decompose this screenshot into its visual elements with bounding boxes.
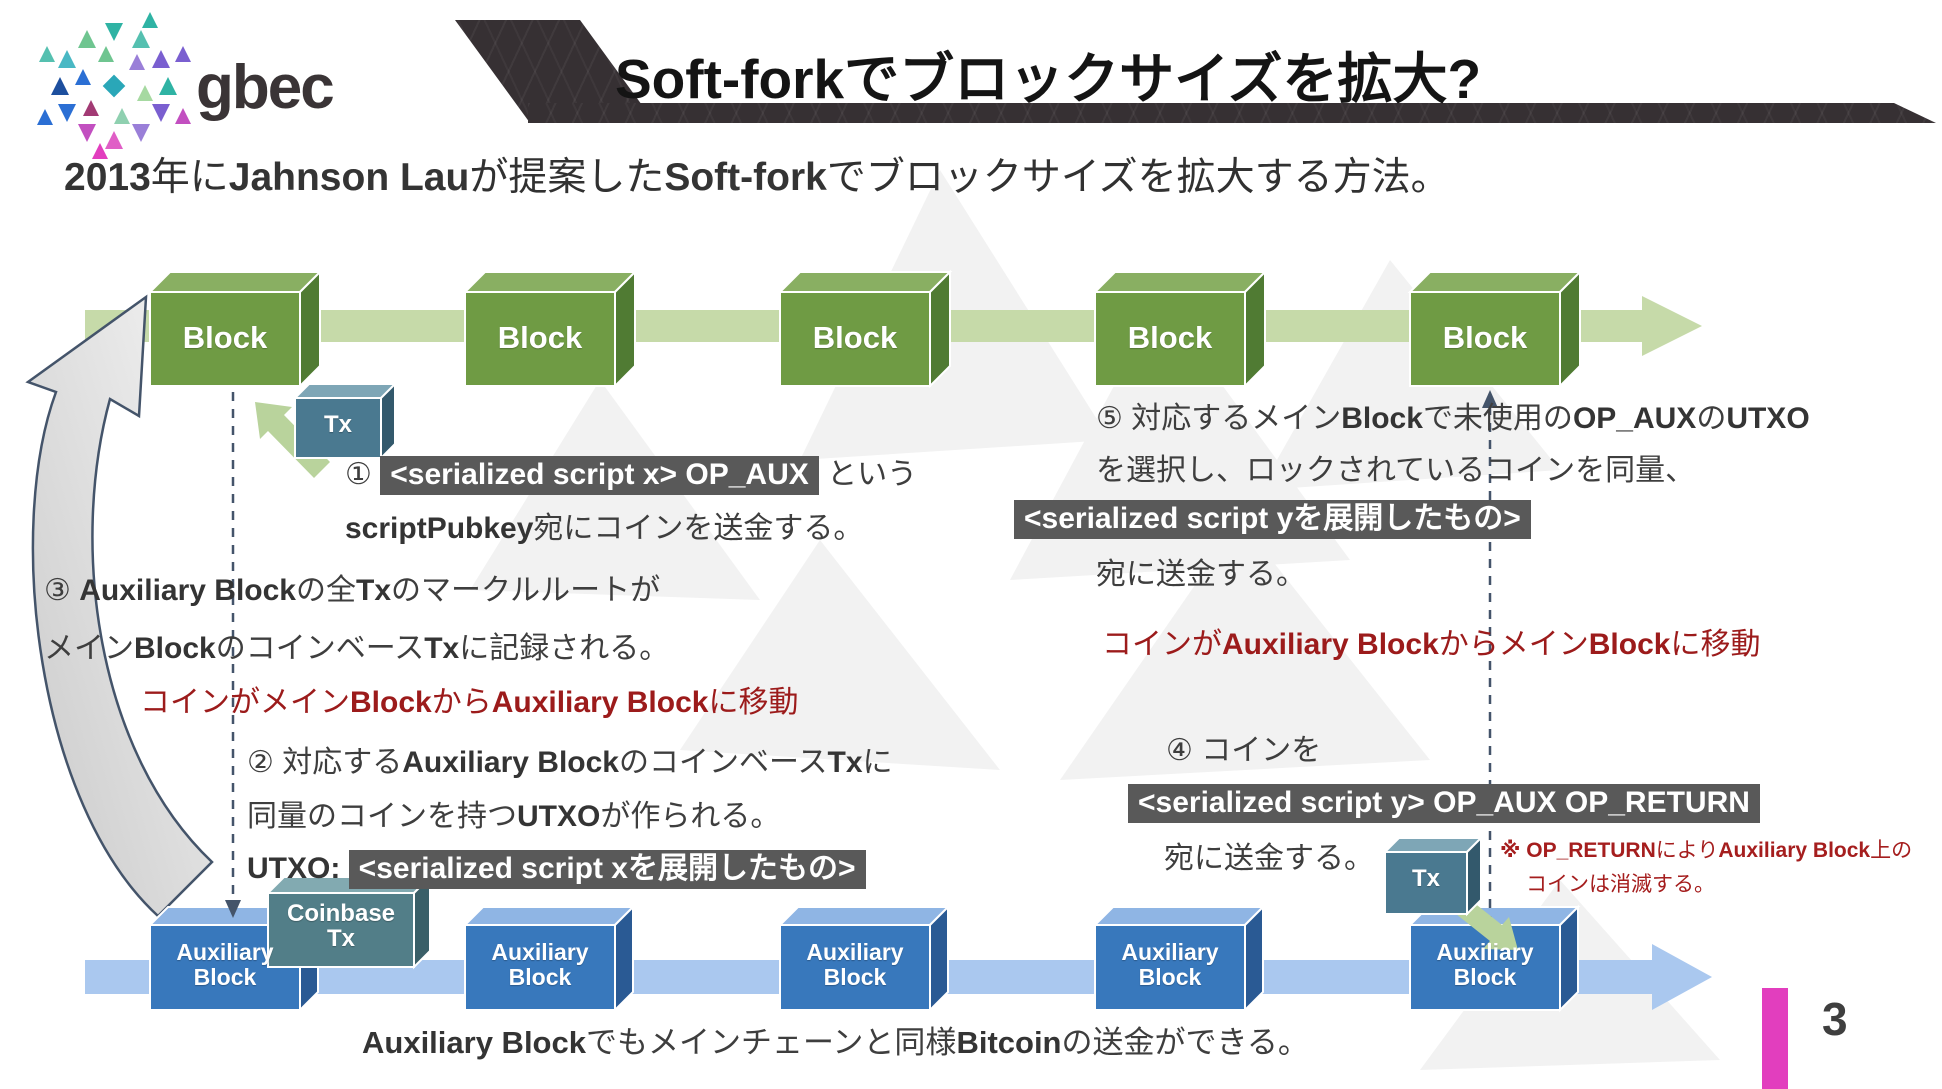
aux-block (1092, 904, 1266, 1013)
main-block (1092, 269, 1268, 389)
tx-box-top-label: Tx (323, 411, 352, 438)
step4-line3: 宛に送金する。 (1164, 842, 1374, 875)
gbec-logo-text: gbec (196, 53, 335, 122)
op-return-note-line2: コインは消滅する。 (1526, 873, 1715, 896)
dashed-connector-down (225, 392, 241, 918)
title-latin: Soft-fork (615, 48, 845, 110)
step1-line1: ① <serialized script x> OP_AUX という (345, 456, 917, 495)
main-block (1407, 269, 1583, 389)
step3-line1: ③ Auxiliary Blockの全Txのマークルルートが (44, 574, 661, 607)
main-block-label: Block (1127, 320, 1213, 355)
code-highlight: <serialized script y> OP_AUX OP_RETURN (1128, 784, 1760, 823)
title-banner-bar (528, 103, 1936, 123)
step2-line1: ② 対応するAuxiliary BlockのコインベースTxに (247, 746, 893, 779)
tx-box-bottom (1382, 835, 1484, 917)
code-highlight: <serialized script yを展開したもの> (1014, 500, 1531, 539)
main-chain-blocks (147, 269, 1583, 389)
main-block-label: Block (812, 320, 898, 355)
step5-line2: を選択し、ロックされているコインを同量、 (1096, 454, 1696, 487)
step2-line2: 同量のコインを持つUTXOが作られる。 (247, 800, 781, 833)
main-block-label: Block (497, 320, 583, 355)
dashed-connector-up (1482, 390, 1498, 936)
main-block (147, 269, 323, 389)
page-number: 3 (1822, 993, 1848, 1045)
op-return-note-line1: ※ OP_RETURNによりAuxiliary Block上の (1500, 839, 1913, 862)
step4-line1: ④ コインを (1166, 734, 1322, 767)
step3-line2: メインBlockのコインベースTxに記録される。 (44, 632, 670, 665)
code-highlight: <serialized script x> OP_AUX (380, 456, 819, 495)
title-jp: でブロックサイズを拡大? (844, 48, 1482, 110)
bottom-caption: Auxiliary Blockでもメインチェーンと同様Bitcoinの送金ができ… (362, 1025, 1309, 1060)
aux-block (777, 904, 951, 1013)
step5-line3: <serialized script yを展開したもの> (1014, 500, 1531, 539)
step4-line2: <serialized script y> OP_AUX OP_RETURN (1128, 784, 1760, 823)
step2-line3: UTXO: <serialized script xを展開したもの> (247, 850, 866, 889)
coin-move-note-right: コインがAuxiliary BlockからメインBlockに移動 (1102, 628, 1761, 661)
tx-box-top (292, 381, 398, 461)
aux-block (462, 904, 636, 1013)
code-highlight: <serialized script xを展開したもの> (348, 850, 866, 889)
main-block (462, 269, 638, 389)
main-block-label: Block (1442, 320, 1528, 355)
subtitle: 2013年にJahnson Lauが提案したSoft-forkでブロックサイズを… (64, 156, 1450, 199)
main-block (777, 269, 953, 389)
gbec-logo-icon (37, 12, 191, 159)
tx-box-bottom-label: Tx (1411, 865, 1440, 892)
step5-line4: 宛に送金する。 (1096, 558, 1306, 591)
step5-line1: ⑤ 対応するメインBlockで未使用のOP_AUXのUTXO (1096, 402, 1810, 435)
main-block-label: Block (182, 320, 268, 355)
page-accent-bar (1762, 988, 1788, 1089)
coin-move-note-left: コインがメインBlockからAuxiliary Blockに移動 (140, 686, 799, 719)
step1-line2: scriptPubkey宛にコインを送金する。 (345, 512, 864, 545)
page-title: Soft-forkでブロックサイズを拡大? (615, 34, 1481, 114)
